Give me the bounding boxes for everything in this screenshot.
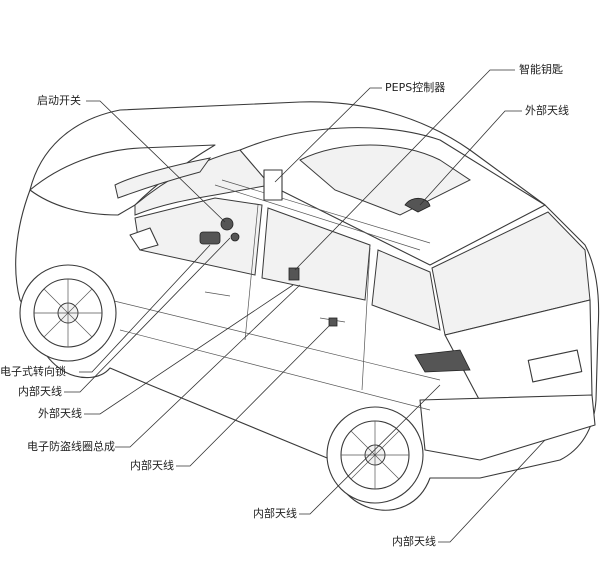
label-peps-controller: PEPS控制器 xyxy=(385,81,446,94)
door-antenna-icon xyxy=(288,267,300,281)
front-wheel xyxy=(19,264,117,362)
label-internal-antenna-3: 内部天线 xyxy=(253,507,297,520)
label-internal-antenna-2: 内部天线 xyxy=(130,459,174,472)
label-immobilizer-coil: 电子防盗线圈总成 xyxy=(27,440,115,453)
interior-antenna-icon xyxy=(328,317,338,327)
label-external-antenna-door: 外部天线 xyxy=(38,407,82,420)
vehicle-body xyxy=(15,101,600,511)
label-smart-key: 智能钥匙 xyxy=(519,63,563,76)
steering-lock-icon xyxy=(199,231,221,245)
label-external-antenna-roof: 外部天线 xyxy=(525,104,569,117)
label-electronic-steering-lock: 电子式转向锁 xyxy=(0,365,66,378)
smart-key-icon xyxy=(404,197,431,213)
rear-wheel xyxy=(326,406,424,504)
label-ignition-switch: 启动开关 xyxy=(37,94,81,107)
peps-controller-icon xyxy=(263,169,283,201)
label-internal-antenna-4: 内部天线 xyxy=(392,535,436,548)
leader-lines xyxy=(64,69,546,543)
label-internal-antenna-1: 内部天线 xyxy=(18,385,62,398)
immobilizer-coil-icon xyxy=(230,232,240,242)
